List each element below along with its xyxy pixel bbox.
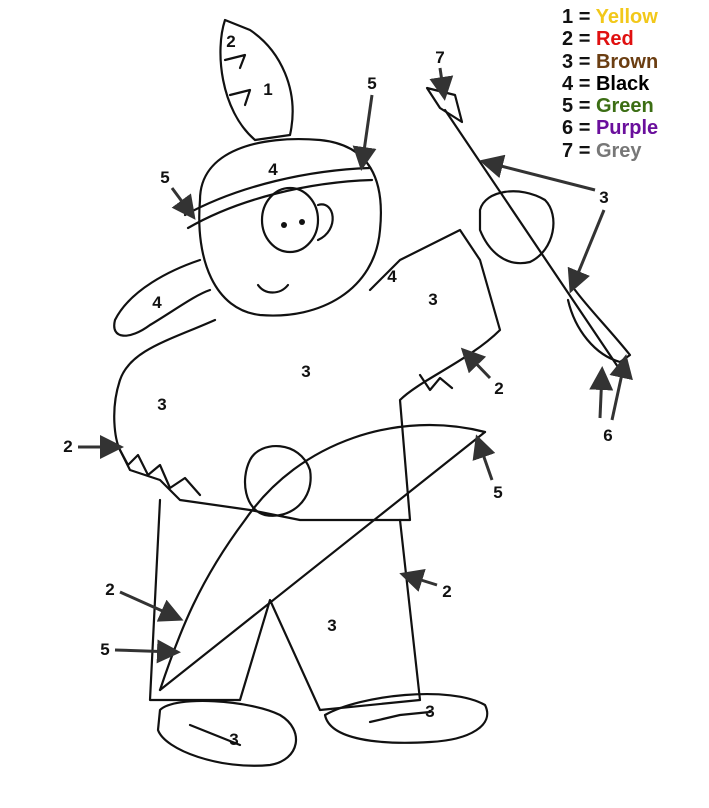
region-number: 2 (442, 582, 452, 601)
legend-color-name: Red (595, 28, 634, 51)
legend-equals: = (578, 95, 591, 118)
legend-equals: = (578, 6, 591, 28)
legend-color-name: Brown (595, 50, 659, 73)
pointer-arrows (78, 67, 633, 664)
legend-equals: = (578, 72, 591, 95)
legend-number: 7 (562, 139, 574, 162)
region-number: 5 (493, 483, 503, 502)
region-number: 3 (599, 188, 609, 207)
legend-row: 7 = Grey (562, 140, 658, 162)
legend-number: 2 (562, 28, 574, 51)
pants (148, 498, 422, 712)
region-number: 3 (425, 702, 435, 721)
right-moccasin (323, 693, 489, 744)
region-number: 3 (327, 616, 337, 635)
region-number: 1 (263, 80, 273, 99)
bow (158, 423, 487, 692)
region-number: 2 (494, 379, 504, 398)
legend-color-name: Green (595, 95, 654, 118)
raised-hand (478, 190, 555, 265)
region-number: 5 (367, 74, 377, 93)
region-number: 4 (387, 267, 397, 286)
legend-row: 4 = Black (562, 73, 658, 95)
legend-row: 1 = Yellow (562, 6, 658, 28)
head (198, 138, 382, 317)
legend-equals: = (578, 50, 591, 73)
region-number: 7 (435, 48, 445, 67)
legend-number: 3 (562, 50, 574, 73)
legend-equals: = (578, 139, 591, 162)
braid (113, 258, 212, 337)
headband (183, 166, 374, 230)
legend-number: 5 (562, 95, 574, 118)
region-number: 3 (428, 290, 438, 309)
lower-hand (243, 445, 312, 517)
legend-color-name: Grey (595, 139, 642, 162)
legend-color-name: Purple (595, 117, 659, 140)
legend-row: 2 = Red (562, 28, 658, 50)
legend-number: 6 (562, 117, 574, 140)
legend-color-name: Yellow (595, 6, 658, 28)
region-number: 5 (100, 640, 110, 659)
feather (219, 18, 294, 142)
legend-number: 4 (562, 72, 574, 95)
legend-row: 6 = Purple (562, 117, 658, 139)
region-number: 2 (63, 437, 73, 456)
legend-row: 5 = Green (562, 95, 658, 117)
legend-equals: = (578, 117, 591, 140)
legend-row: 3 = Brown (562, 51, 658, 73)
region-number: 4 (152, 293, 162, 312)
region-number: 3 (229, 730, 239, 749)
region-number: 3 (301, 362, 311, 381)
region-number: 6 (603, 426, 613, 445)
region-number: 2 (226, 32, 236, 51)
legend-number: 1 (562, 6, 574, 28)
bowstring (158, 430, 487, 692)
region-number: 5 (160, 168, 170, 187)
legend-equals: = (578, 28, 591, 51)
arrow-shaft (443, 108, 622, 372)
region-number: 4 (268, 160, 278, 179)
arrow-fletching (566, 288, 632, 364)
left-moccasin (156, 699, 298, 767)
region-number: 3 (157, 395, 167, 414)
region-number: 2 (105, 580, 115, 599)
legend-color-name: Black (595, 72, 650, 95)
